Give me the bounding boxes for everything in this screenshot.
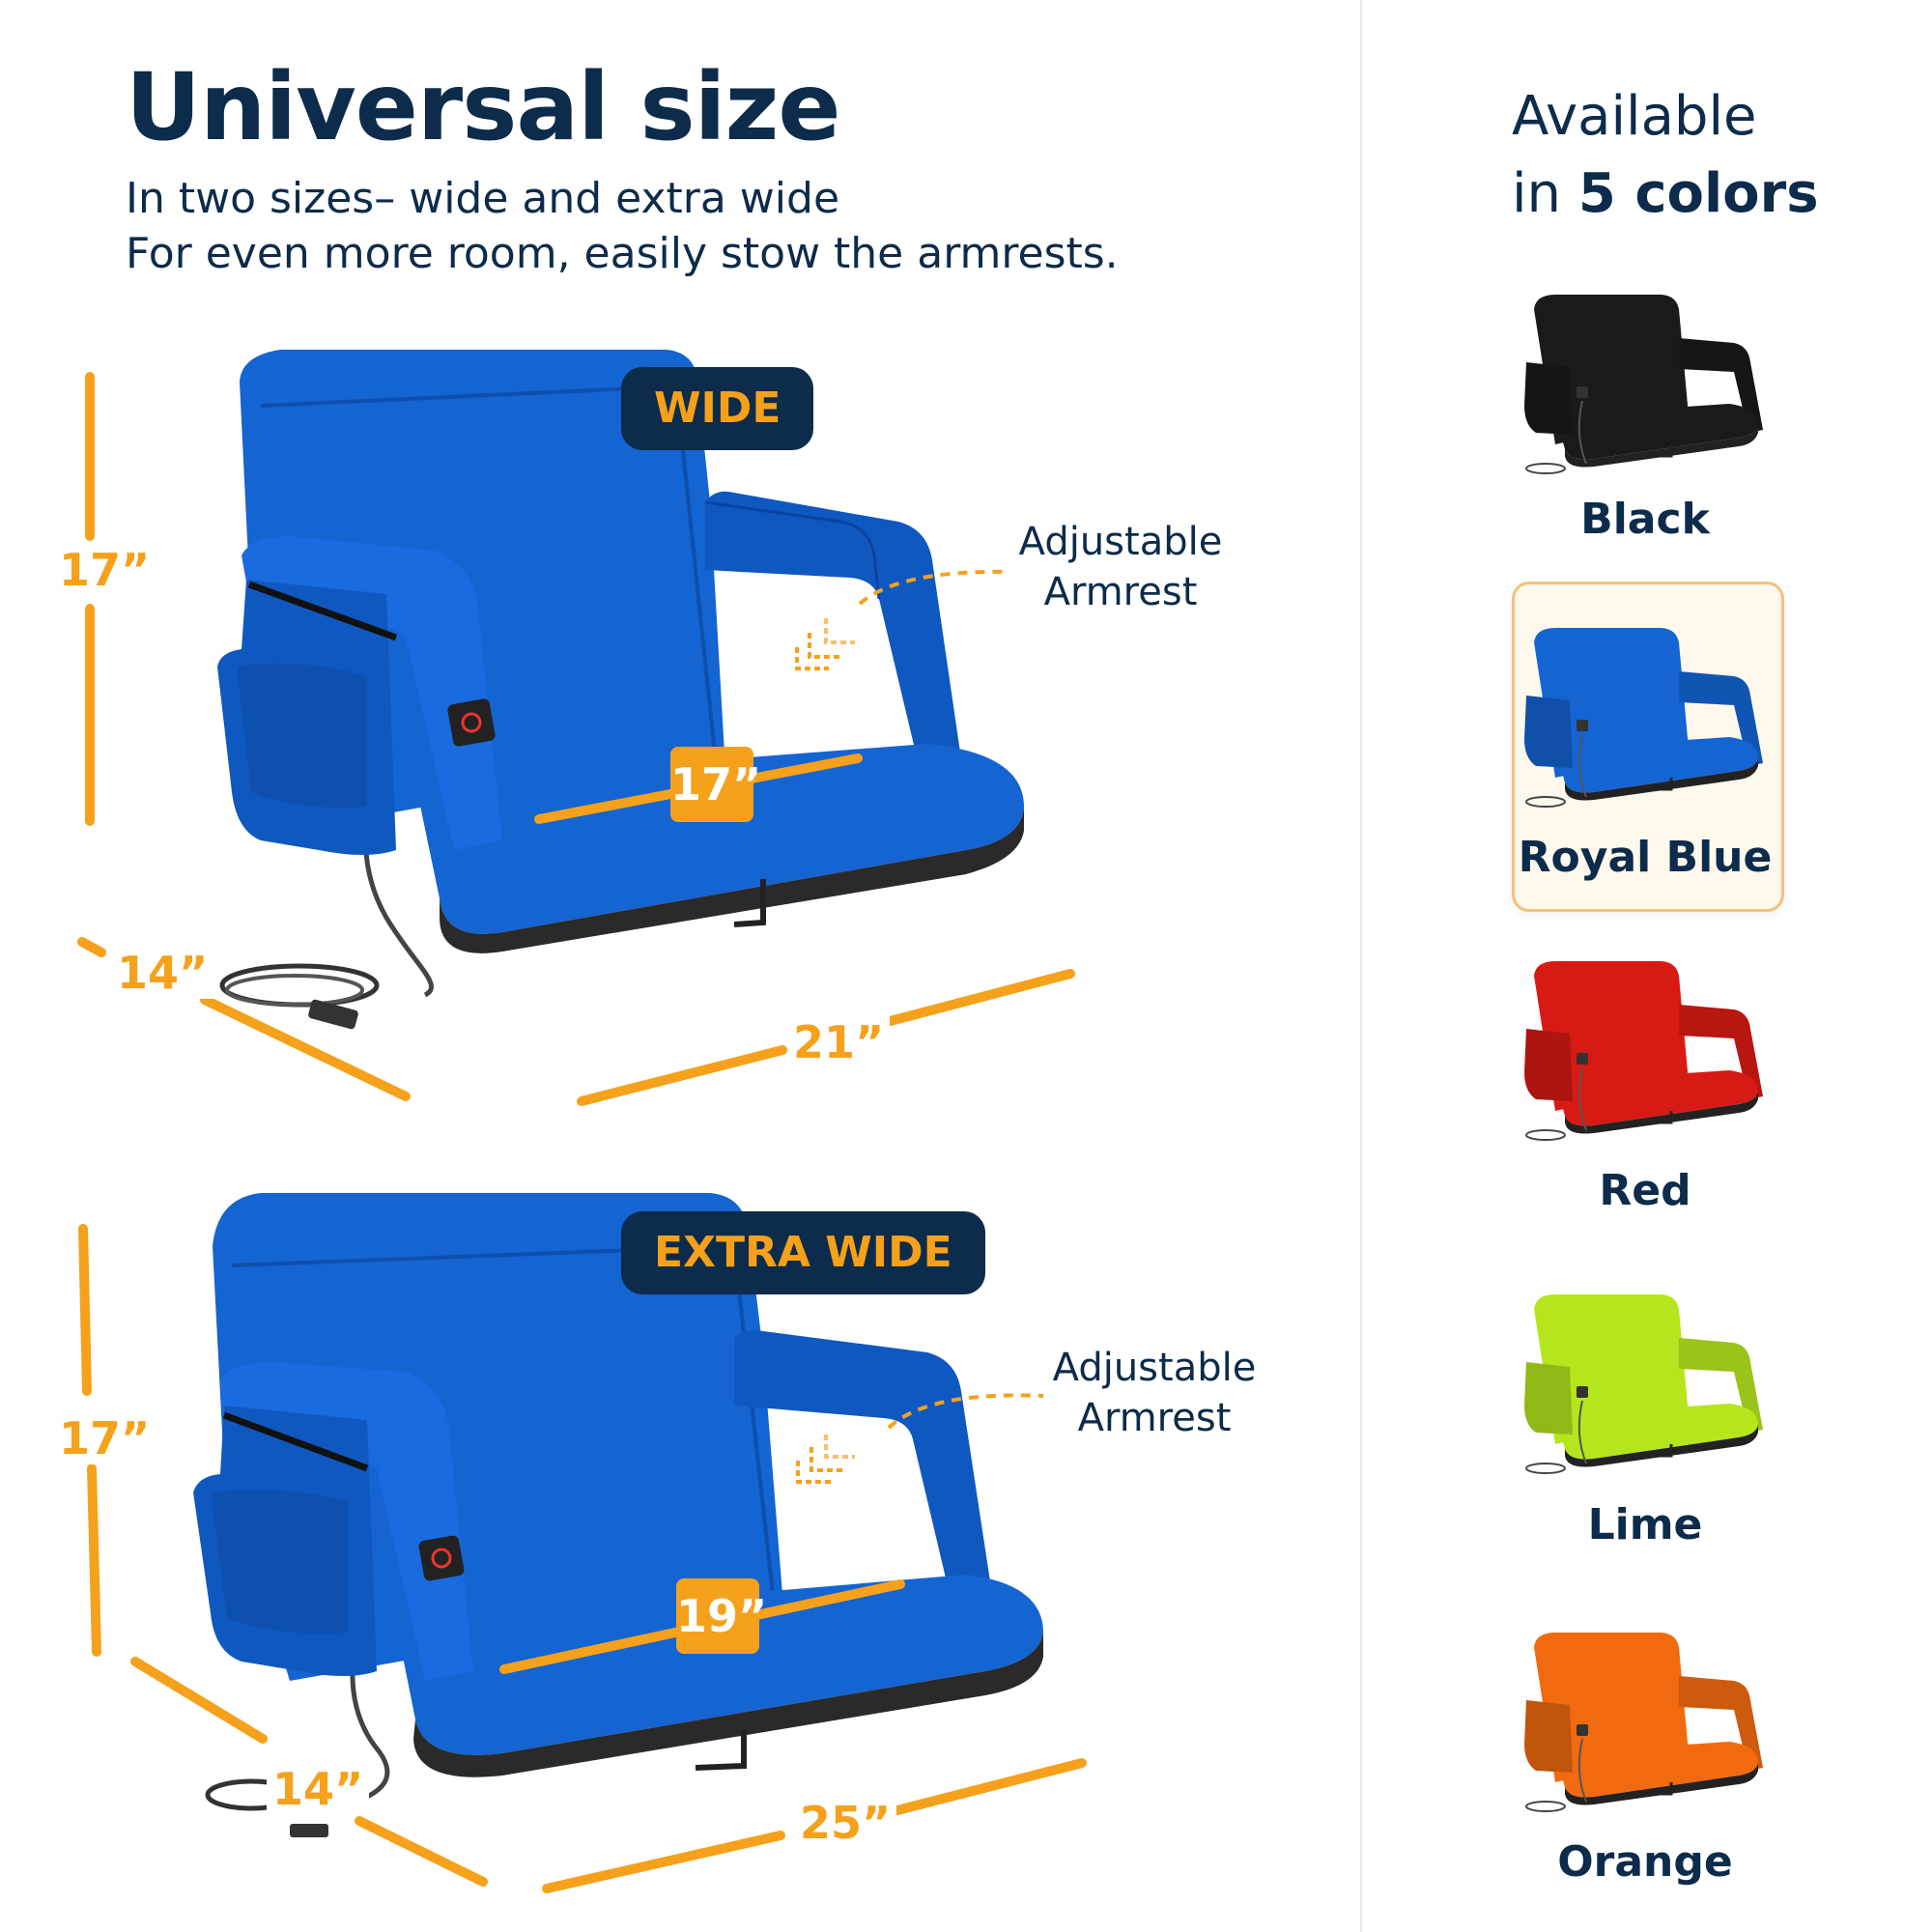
wide-badge: WIDE [621,367,814,450]
extra-wide-seat-width-label: 19” [676,1578,767,1654]
chair-thumbnail [1524,1294,1763,1474]
color-label: Royal Blue [1518,833,1773,882]
subtitle-armrests: For even more room, easily stow the armr… [126,229,1119,278]
subtitle-sizes: In two sizes– wide and extra wide [126,174,840,223]
color-option-black[interactable] [1517,290,1777,483]
wide-width-label: 21” [787,1016,891,1068]
color-option-royal-blue[interactable] [1517,623,1777,816]
color-label: Lime [1587,1500,1703,1549]
color-option-lime[interactable] [1517,1290,1777,1483]
colors-heading-line1: Available [1512,85,1757,148]
color-label: Orange [1557,1837,1733,1887]
wide-armrest-annotation: Adjustable Armrest [1014,517,1227,617]
wide-depth-label: 14” [111,947,214,999]
color-label: Red [1599,1166,1691,1215]
wide-height-label: 17” [53,544,156,596]
color-option-orange[interactable] [1517,1628,1777,1821]
colors-heading-prefix: in [1512,162,1578,225]
chair-thumbnail [1524,295,1763,474]
color-option-red[interactable] [1517,956,1777,1150]
page-title: Universal size [126,53,841,161]
wide-seat-width-label: 17” [670,747,761,822]
panel-divider [1360,0,1362,1932]
annotation-line2: Armrest [1043,570,1198,614]
extra-wide-width-label: 25” [794,1797,897,1849]
annotation-line2: Armrest [1077,1396,1232,1440]
color-label: Black [1580,495,1710,544]
extra-wide-armrest-annotation: Adjustable Armrest [1048,1343,1261,1443]
colors-heading-count: 5 colors [1577,162,1819,225]
annotation-line1: Adjustable [1052,1346,1257,1390]
extra-wide-height-label: 17” [53,1412,156,1464]
chair-thumbnail [1524,628,1763,808]
chair-thumbnail [1524,961,1763,1141]
extra-wide-depth-label: 14” [267,1763,370,1815]
chair-thumbnail [1524,1633,1763,1812]
extra-wide-badge: EXTRA WIDE [621,1211,985,1294]
annotation-line1: Adjustable [1018,520,1223,564]
colors-heading-line2: in 5 colors [1512,162,1819,225]
